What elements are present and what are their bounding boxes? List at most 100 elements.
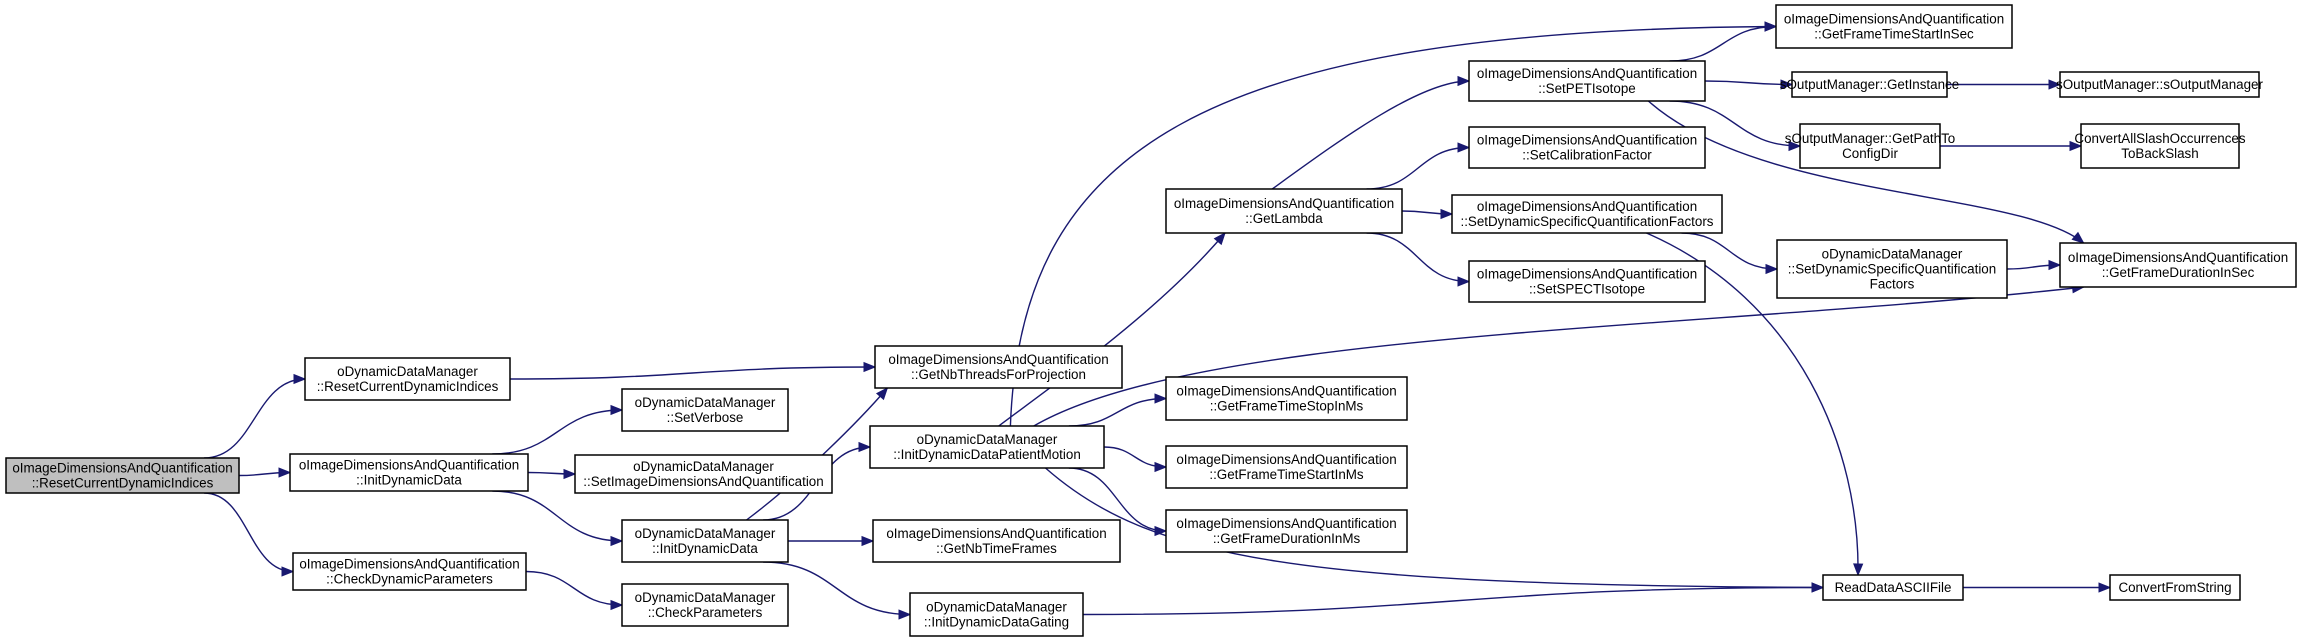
node-label-line: oDynamicDataManager [926,600,1067,615]
node-odynamicdatamanager-initdynamicdatagating[interactable]: oDynamicDataManager::InitDynamicDataGati… [909,592,1084,637]
node-soutputmanager-soutputmanager[interactable]: sOutputManager::sOutputManager [2056,71,2263,98]
node-box [1165,188,1403,234]
edge-line [1009,25,1777,427]
node-box [1165,376,1408,421]
edge-n0-to-n2 [238,467,292,478]
edge-n16-to-n21 [1704,79,1794,90]
edge-arrowhead [1154,393,1168,404]
edge-n7-to-n9 [787,535,875,547]
node-soutputmanager-getinstance[interactable]: sOutputManager::GetInstance [1780,71,1959,98]
edge-arrowhead [1780,79,1794,90]
edge-line [492,409,623,455]
node-layer: oImageDimensionsAndQuantification::Reset… [5,4,2297,637]
edge-n16-to-n22 [1669,100,1802,152]
node-convertfromstring[interactable]: ConvertFromString [2109,574,2241,601]
edge-arrowhead [610,535,624,547]
node-box [5,457,240,494]
node-label-line: oImageDimensionsAndQuantification [2068,250,2288,265]
node-oimagedimensionsandquantification-getframedurationinsec[interactable]: oImageDimensionsAndQuantification::GetFr… [2059,242,2297,288]
node-odynamicdatamanager-initdynamicdatapatientmotion[interactable]: oDynamicDataManager::InitDynamicDataPati… [869,425,1105,469]
node-oimagedimensionsandquantification-initdynamicdata[interactable]: oImageDimensionsAndQuantification::InitD… [289,453,529,492]
node-oimagedimensionsandquantification-setspectisotope[interactable]: oImageDimensionsAndQuantification::SetSP… [1468,260,1706,303]
edge-arrowhead [278,467,292,478]
node-label-line: ConfigDir [1842,146,1898,161]
edge-arrowhead [2048,79,2062,90]
node-label-line: ::GetFrameTimeStopInMs [1210,399,1364,414]
edge-arrowhead [1764,21,1778,32]
node-oimagedimensionsandquantification-getframetimestopinms[interactable]: oImageDimensionsAndQuantification::GetFr… [1165,376,1408,421]
edge-line [509,366,876,380]
node-oimagedimensionsandquantification-getframetimestartinms[interactable]: oImageDimensionsAndQuantification::GetFr… [1165,445,1408,489]
node-oimagedimensionsandquantification-setcalibrationfactor[interactable]: oImageDimensionsAndQuantification::SetCa… [1468,126,1706,169]
node-label-line: ::CheckDynamicParameters [326,572,493,587]
edge-arrowhead [281,566,295,577]
edge-line [763,561,911,616]
node-oimagedimensionsandquantification-getframedurationinms[interactable]: oImageDimensionsAndQuantification::GetFr… [1165,509,1408,553]
edge-line [1068,467,1167,532]
edge-n8-to-n12 [998,231,1226,427]
node-box [1451,194,1723,234]
edge-arrowhead [1457,142,1471,153]
node-box [1468,260,1706,303]
node-label-line: sOutputManager::GetPathTo [1785,131,1955,146]
node-box [289,453,529,492]
node-box [621,388,789,432]
node-odynamicdatamanager-setverbose[interactable]: oDynamicDataManager::SetVerbose [621,388,789,432]
edge-n12-to-n17 [1366,142,1471,190]
edge-n8-to-n13 [1068,393,1168,427]
node-box [574,454,833,494]
node-box [621,519,789,563]
edge-arrowhead [1811,582,1825,593]
node-odynamicdatamanager-checkparameters[interactable]: oDynamicDataManager::CheckParameters [621,583,789,627]
node-oimagedimensionsandquantification-getframetimestartinsec[interactable]: oImageDimensionsAndQuantification::GetFr… [1775,4,2013,49]
node-odynamicdatamanager-setdynamicspecificquantificationfactors[interactable]: oDynamicDataManager::SetDynamicSpecificQ… [1776,239,2008,299]
node-box [2080,123,2240,169]
node-odynamicdatamanager-initdynamicdata[interactable]: oDynamicDataManager::InitDynamicData [621,519,789,563]
edge-n3-to-n11 [525,570,624,611]
edge-n24-to-n28 [1963,582,2112,593]
node-oimagedimensionsandquantification-checkdynamicparameters[interactable]: oImageDimensionsAndQuantification::Check… [292,552,527,591]
node-box [874,345,1123,389]
node-box [1775,4,2013,49]
node-oimagedimensionsandquantification-setpetisotope[interactable]: oImageDimensionsAndQuantification::SetPE… [1468,60,1706,102]
edge-n0-to-n1 [204,373,307,459]
edge-line [746,387,888,521]
node-label-line: oImageDimensionsAndQuantification [886,526,1106,541]
node-label-line: oImageDimensionsAndQuantification [1477,267,1697,282]
edge-line [525,570,623,606]
node-label-line: oImageDimensionsAndQuantification [888,352,1108,367]
edge-arrowhead [1853,563,1864,577]
node-oimagedimensionsandquantification-getnbthreadsforprojection[interactable]: oImageDimensionsAndQuantification::GetNb… [874,345,1123,389]
node-label-line: oImageDimensionsAndQuantification [1176,516,1396,531]
node-box [2109,574,2241,601]
node-oimagedimensionsandquantification-setdynamicspecificquantificationfactors[interactable]: oImageDimensionsAndQuantification::SetDy… [1451,194,1723,234]
node-box [909,592,1084,637]
edge-line [1681,232,1778,270]
edge-n7-to-n10 [763,561,912,620]
node-oimagedimensionsandquantification-getlambda[interactable]: oImageDimensionsAndQuantification::GetLa… [1165,188,1403,234]
node-label-line: oImageDimensionsAndQuantification [1784,12,2004,27]
node-oimagedimensionsandquantification-resetcurrentdynamicindices[interactable]: oImageDimensionsAndQuantification::Reset… [5,457,240,494]
node-odynamicdatamanager-resetcurrentdynamicindices[interactable]: oDynamicDataManager::ResetCurrentDynamic… [304,357,511,401]
node-readdataasciifile[interactable]: ReadDataASCIIFile [1822,574,1964,601]
edge-n1-to-n4 [509,361,877,380]
node-odynamicdatamanager-setimagedimensionsandquantification[interactable]: oDynamicDataManager::SetImageDimensionsA… [574,454,833,494]
node-box [872,519,1121,563]
edge-n12-to-n18 [1401,208,1454,220]
edge-line [1271,80,1470,190]
node-oimagedimensionsandquantification-getnbtimeframes[interactable]: oImageDimensionsAndQuantification::GetNb… [872,519,1121,563]
node-box [304,357,511,401]
edge-line [1045,467,1824,589]
node-label-line: ::SetImageDimensionsAndQuantification [583,474,823,489]
edge-n12-to-n16 [1271,75,1471,190]
edge-line [1669,25,1777,62]
edge-arrowhead [858,441,872,453]
node-label-line: oDynamicDataManager [1822,247,1963,262]
node-label-line: oDynamicDataManager [633,459,774,474]
node-box [1468,126,1706,169]
edge-arrowhead [2069,140,2083,152]
node-label-line: oDynamicDataManager [337,364,478,379]
